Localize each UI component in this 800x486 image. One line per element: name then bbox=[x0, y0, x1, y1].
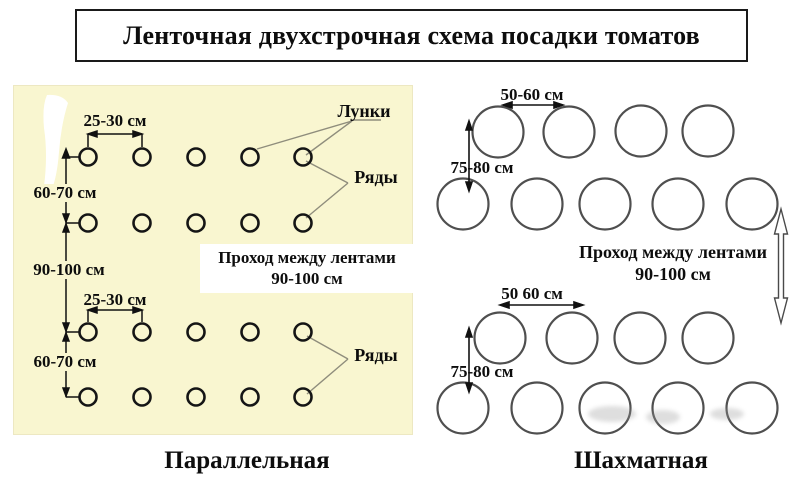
arrowhead bbox=[61, 322, 71, 334]
planting-hole bbox=[240, 213, 260, 233]
planting-hole bbox=[293, 322, 313, 342]
tomato-plant-circle bbox=[681, 104, 735, 158]
planting-hole bbox=[186, 213, 206, 233]
arrowhead bbox=[464, 325, 474, 338]
tomato-plant-circle bbox=[542, 105, 596, 159]
rows-pointer-line bbox=[306, 358, 349, 395]
rows-pointer-line bbox=[305, 160, 349, 184]
left-hole-grid bbox=[78, 147, 313, 407]
caption-parallel-scheme: Параллельная bbox=[164, 447, 330, 474]
planting-hole bbox=[78, 387, 98, 407]
planting-hole bbox=[240, 322, 260, 342]
tomato-plant-circle bbox=[651, 177, 705, 231]
tomato-plant-circle bbox=[471, 105, 525, 159]
arrowhead bbox=[500, 100, 513, 110]
arrowhead bbox=[464, 118, 474, 131]
tomato-plant-circle bbox=[436, 177, 490, 231]
left-top-hole-dimension bbox=[85, 129, 145, 147]
arrowhead bbox=[464, 382, 474, 395]
tomato-plant-circle bbox=[510, 177, 564, 231]
planting-hole bbox=[78, 213, 98, 233]
arrowhead bbox=[132, 129, 145, 139]
holes-pointer-line bbox=[256, 120, 353, 150]
planting-hole bbox=[293, 213, 313, 233]
pointer-lines-left bbox=[256, 119, 381, 395]
row-spacing-label-bottom-left: 60-70 см bbox=[24, 353, 106, 371]
hole-spacing-label-bottom-left: 25-30 см bbox=[83, 290, 147, 309]
left-bottom-hole-dimension bbox=[85, 305, 145, 322]
caption-staggered-scheme: Шахматная bbox=[574, 447, 708, 474]
planting-hole bbox=[240, 387, 260, 407]
tomato-plant-circle bbox=[614, 104, 668, 158]
arrowhead bbox=[61, 213, 71, 225]
tomato-plant-circle bbox=[613, 311, 667, 365]
planting-hole bbox=[78, 322, 98, 342]
arrowhead bbox=[553, 100, 566, 110]
arrowhead bbox=[61, 387, 71, 399]
title-box: Ленточная двухстрочная схема посадки том… bbox=[75, 9, 748, 62]
rows-pointer-line bbox=[305, 182, 349, 219]
tomato-plant-circle bbox=[725, 177, 779, 231]
arrowhead bbox=[61, 330, 71, 342]
row-spacing-label-top-right: 75-80 см bbox=[450, 158, 514, 177]
aisle-note-left-line1: Проход между лентами bbox=[218, 248, 396, 267]
aisle-note-left-line2: 90-100 см bbox=[271, 269, 343, 288]
tomato-plant-circle bbox=[510, 381, 564, 435]
arrowhead bbox=[85, 305, 98, 315]
arrowhead bbox=[132, 305, 145, 315]
arrowhead bbox=[464, 181, 474, 194]
right-dimensions bbox=[464, 100, 586, 395]
tomato-plant-circle bbox=[545, 311, 599, 365]
page-title: Ленточная двухстрочная схема посадки том… bbox=[123, 20, 700, 50]
band-spacing-label-left: 90-100 см bbox=[22, 261, 116, 279]
arrowhead bbox=[573, 300, 586, 310]
planting-hole bbox=[132, 387, 152, 407]
white-smudge bbox=[43, 94, 68, 192]
arrowhead bbox=[61, 146, 71, 159]
row-spacing-label-bottom-right: 75-80 см bbox=[450, 362, 514, 381]
tomato-plant-circle bbox=[436, 381, 490, 435]
aisle-note-right-line1: Проход между лентами bbox=[578, 242, 768, 262]
rows-pointer-line bbox=[306, 335, 349, 360]
planting-hole bbox=[186, 147, 206, 167]
planting-hole bbox=[132, 322, 152, 342]
planting-hole bbox=[293, 147, 313, 167]
holes-label: Лунки bbox=[337, 101, 391, 121]
rows-label-bottom: Ряды bbox=[354, 345, 398, 365]
planting-hole bbox=[132, 147, 152, 167]
hole-spacing-label-top-left: 25-30 см bbox=[83, 111, 147, 130]
arrowhead bbox=[497, 300, 510, 310]
row-spacing-label-top-left: 60-70 см bbox=[24, 184, 106, 202]
hole-spacing-label-top-right: 50-60 см bbox=[500, 85, 564, 104]
planting-hole bbox=[186, 387, 206, 407]
aisle-note-right-line2: 90-100 см bbox=[635, 264, 711, 284]
tomato-plant-circle bbox=[681, 311, 735, 365]
planting-hole bbox=[132, 213, 152, 233]
tomato-plant-circle bbox=[725, 381, 779, 435]
planting-hole bbox=[78, 147, 98, 167]
arrowhead bbox=[61, 221, 71, 233]
tomato-plant-circle bbox=[651, 381, 705, 435]
planting-hole bbox=[186, 322, 206, 342]
aisle-note-left: Проход между лентами 90-100 см bbox=[200, 244, 414, 293]
tomato-plant-circle bbox=[578, 177, 632, 231]
planting-hole bbox=[240, 147, 260, 167]
band-gap-double-arrow bbox=[773, 206, 789, 326]
planting-hole bbox=[293, 387, 313, 407]
rows-label-top: Ряды bbox=[354, 167, 398, 187]
hole-spacing-label-bottom-right: 50 60 см bbox=[501, 284, 563, 303]
tomato-plant-circle bbox=[473, 311, 527, 365]
arrowhead bbox=[85, 129, 98, 139]
gray-smudges bbox=[588, 406, 744, 424]
holes-pointer-line bbox=[305, 120, 353, 156]
right-plant-grid bbox=[436, 104, 779, 435]
tomato-plant-circle bbox=[578, 381, 632, 435]
